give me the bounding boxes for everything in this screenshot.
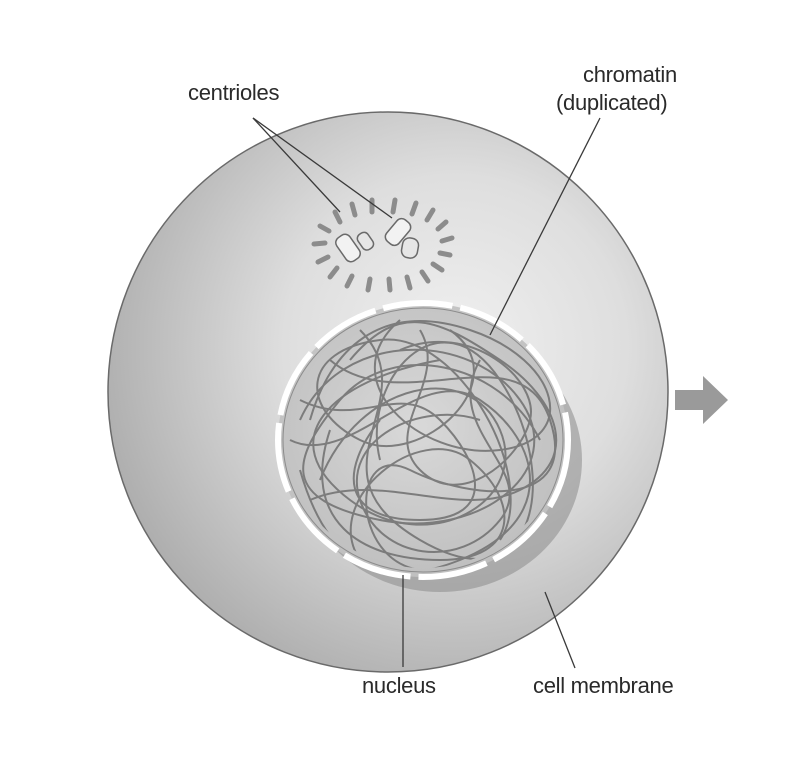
label-cell-membrane: cell membrane: [533, 673, 673, 698]
label-chromatin: chromatin: [583, 62, 677, 87]
centriole-left: [335, 233, 361, 263]
nucleus-inner: [282, 307, 564, 573]
centrosome-rays: [311, 197, 455, 293]
label-centrioles: centrioles: [188, 80, 279, 105]
centriole-left-end: [356, 231, 375, 251]
leader-lines: [252, 117, 601, 669]
label-nucleus: nucleus: [362, 673, 436, 698]
centriole-right-end: [400, 237, 420, 259]
right-arrow-icon: [675, 376, 728, 424]
label-duplicated: (duplicated): [556, 90, 667, 115]
nucleus: [275, 300, 571, 580]
centriole-right: [384, 217, 412, 247]
